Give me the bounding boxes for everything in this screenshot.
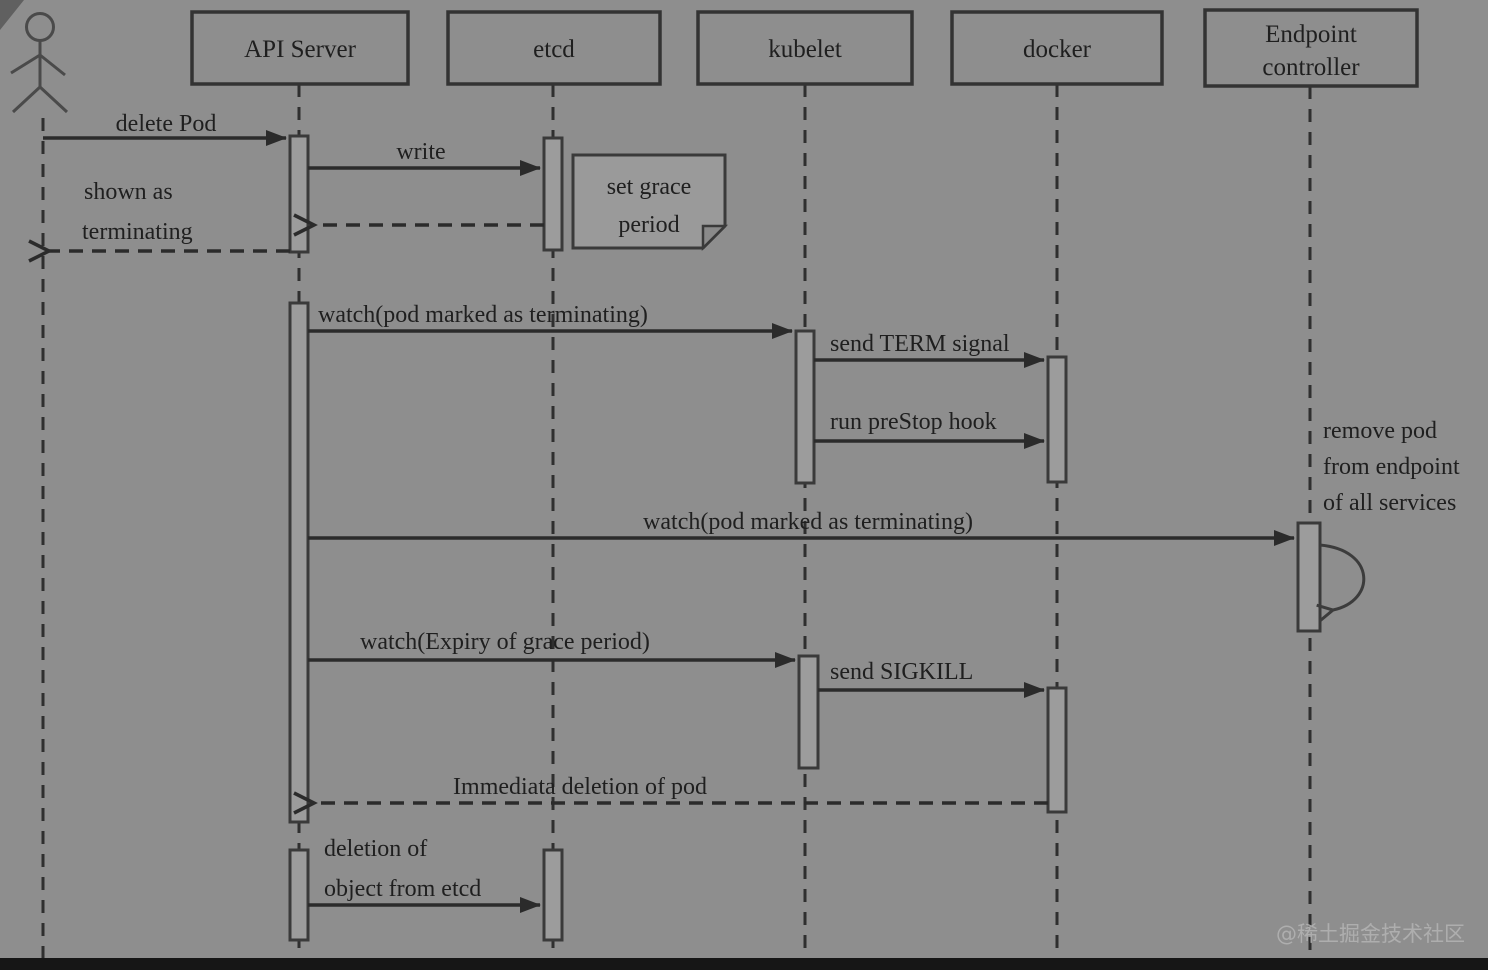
label-watch-expiry: watch(Expiry of grace period) bbox=[360, 629, 650, 655]
label-send-term-signal: send TERM signal bbox=[830, 331, 1010, 357]
label-run-prestop-hook: run preStop hook bbox=[830, 409, 997, 435]
activation-kubelet-2 bbox=[797, 654, 820, 770]
solid-arrows bbox=[43, 130, 1295, 913]
dashed-return-arrows bbox=[28, 213, 1048, 815]
label-deletion-etcd-line2: object from etcd bbox=[324, 876, 481, 902]
activation-docker-1 bbox=[1046, 355, 1068, 484]
participant-box-etcd bbox=[446, 10, 662, 86]
activation-api-server-2 bbox=[288, 301, 310, 824]
activation-api-server-3 bbox=[288, 848, 310, 942]
activation-etcd-2 bbox=[542, 848, 564, 942]
label-watch-terminating-kubelet: watch(pod marked as terminating) bbox=[318, 302, 648, 328]
participant-boxes bbox=[190, 8, 1419, 88]
actor-arm-right bbox=[39, 53, 66, 77]
label-immediate-deletion: Immediata deletion of pod bbox=[453, 774, 707, 800]
participant-box-docker bbox=[950, 10, 1164, 86]
activation-kubelet-1 bbox=[794, 329, 816, 485]
actor-arm-left bbox=[10, 53, 41, 75]
participant-label-endpoint-line1: Endpoint bbox=[1265, 21, 1357, 48]
activation-docker-2 bbox=[1046, 686, 1068, 814]
activation-etcd-1 bbox=[542, 136, 564, 252]
participant-label-kubelet: kubelet bbox=[768, 36, 842, 63]
participant-label-docker: docker bbox=[1023, 36, 1092, 63]
label-remove-pod-line3: of all services bbox=[1323, 490, 1456, 516]
label-shown-as-line2: terminating bbox=[82, 219, 193, 245]
participant-box-endpoint-controller bbox=[1203, 8, 1419, 88]
label-shown-as-line1: shown as bbox=[84, 179, 173, 205]
participant-label-etcd: etcd bbox=[533, 36, 575, 63]
participant-box-api-server bbox=[190, 10, 410, 86]
note-fold-corner bbox=[701, 224, 729, 252]
footer-strip bbox=[0, 958, 1488, 970]
label-write: write bbox=[396, 139, 445, 165]
label-deletion-etcd-line1: deletion of bbox=[324, 836, 427, 862]
actor-figure bbox=[10, 12, 69, 114]
actor-leg-left bbox=[11, 85, 42, 114]
note-set-grace-period: set grace period bbox=[571, 153, 729, 252]
participant-label-api-server: API Server bbox=[244, 36, 356, 63]
participant-label-endpoint-line2: controller bbox=[1262, 54, 1360, 81]
activation-endpoint-controller bbox=[1296, 521, 1322, 633]
label-remove-pod-line1: remove pod bbox=[1323, 418, 1437, 444]
label-send-sigkill: send SIGKILL bbox=[830, 659, 973, 685]
corner-artifact bbox=[0, 0, 24, 30]
actor-leg-right bbox=[38, 85, 69, 114]
participant-box-kubelet bbox=[696, 10, 914, 86]
activation-bars bbox=[288, 134, 1322, 942]
note-text-line2: period bbox=[618, 212, 679, 238]
note-text-line1: set grace bbox=[607, 174, 692, 200]
label-remove-pod-line2: from endpoint bbox=[1323, 454, 1460, 480]
watermark-text: @稀土掘金技术社区 bbox=[1276, 922, 1465, 946]
activation-api-server-1 bbox=[288, 134, 310, 254]
label-delete-pod: delete Pod bbox=[116, 111, 217, 137]
arrow-self-loop-remove-pod bbox=[1316, 543, 1366, 623]
label-watch-terminating-endpoint: watch(pod marked as terminating) bbox=[643, 509, 973, 535]
